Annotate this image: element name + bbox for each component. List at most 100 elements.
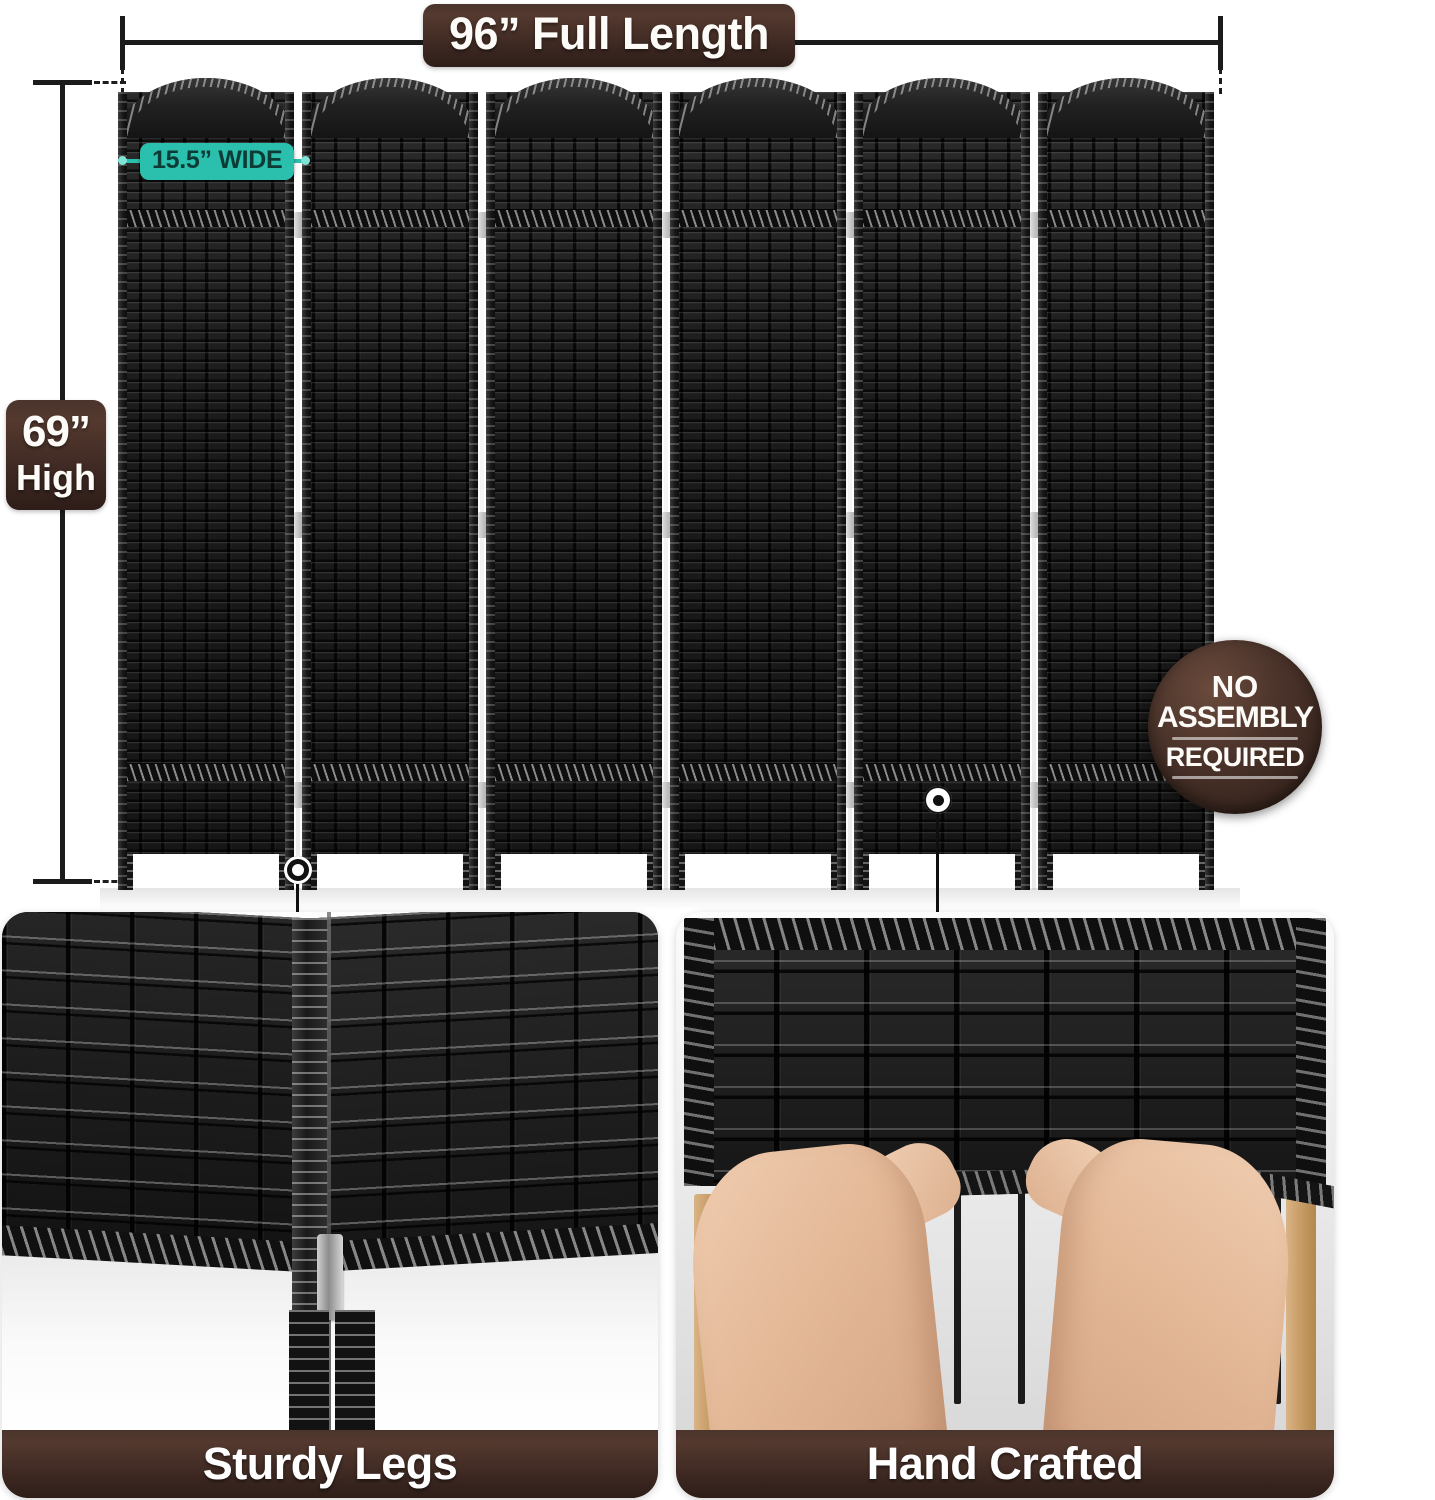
extension-line-left-top xyxy=(94,81,126,84)
panel-width-dot-left xyxy=(118,156,127,165)
divider-panel-2 xyxy=(302,78,478,890)
divider-panel-4 xyxy=(670,78,846,890)
badge-line-3: REQUIRED xyxy=(1165,742,1305,773)
panel-band-top xyxy=(486,210,662,227)
hinge-knuckle-2 xyxy=(294,512,303,538)
woven-panel-side-trim-left xyxy=(684,918,714,1186)
panel-edge-right xyxy=(837,92,846,890)
hand-crafted-photo xyxy=(676,912,1334,1430)
panel-leg-notch xyxy=(1048,854,1204,890)
frame-rod-3 xyxy=(954,1164,961,1404)
panel-band-top xyxy=(1038,210,1214,227)
panel-hinge-1 xyxy=(294,92,303,890)
frame-rod-4 xyxy=(1018,1164,1025,1404)
hinge-knuckle-2 xyxy=(478,512,487,538)
panel-band-top xyxy=(854,210,1030,227)
panel-body xyxy=(486,92,662,890)
panel-hinge-2 xyxy=(478,92,487,890)
panel-body xyxy=(670,92,846,890)
height-label-value: 69” xyxy=(22,407,91,456)
panel-seam xyxy=(327,912,331,1430)
badge-divider-bottom xyxy=(1172,775,1298,779)
room-divider-screen xyxy=(118,78,1224,890)
panel-edge-right xyxy=(653,92,662,890)
panel-leg-notch xyxy=(128,854,284,890)
panel-band-top xyxy=(302,210,478,227)
panel-arch-trim xyxy=(1038,78,1214,138)
panel-width-label: 15.5” WIDE xyxy=(140,143,295,180)
woven-panel-top-trim xyxy=(684,918,1326,950)
hinge-knuckle-3 xyxy=(1030,782,1039,808)
feature-card-hand-crafted: Hand Crafted xyxy=(676,912,1334,1498)
panel-band-bottom xyxy=(118,764,294,781)
panel-edge-right xyxy=(285,92,294,890)
callout-pin-sturdy-legs xyxy=(284,856,312,884)
panel-arch-trim xyxy=(486,78,662,138)
divider-face-left xyxy=(2,912,302,1256)
hinge-knuckle-3 xyxy=(662,782,671,808)
panel-body xyxy=(118,92,294,890)
panel-band-top xyxy=(118,210,294,227)
divider-panel-1 xyxy=(118,78,294,890)
hinge-knuckle-2 xyxy=(662,512,671,538)
divider-panel-3 xyxy=(486,78,662,890)
panel-edge-left xyxy=(302,92,311,890)
hinge-knuckle-1 xyxy=(662,212,671,238)
height-dimension-cap-bottom xyxy=(33,879,92,884)
panel-arch-top xyxy=(486,78,662,138)
panel-arch-top xyxy=(1038,78,1214,138)
badge-line-1: NO xyxy=(1211,669,1259,705)
feature-card-sturdy-legs: Sturdy Legs xyxy=(2,912,658,1498)
panel-arch-top xyxy=(118,78,294,138)
panel-arch-trim xyxy=(670,78,846,138)
height-label-unit: High xyxy=(16,457,96,498)
panel-hinge-4 xyxy=(846,92,855,890)
length-dimension-tick-left xyxy=(120,16,125,70)
woven-panel-side-trim-right xyxy=(1296,918,1326,1186)
hinge-knuckle-3 xyxy=(294,782,303,808)
panel-leg-notch xyxy=(864,854,1020,890)
callout-line-hand-crafted xyxy=(936,806,939,918)
extension-line-top-right xyxy=(1219,68,1222,94)
badge-divider-top xyxy=(1172,737,1298,741)
panel-band-top xyxy=(670,210,846,227)
panel-edge-left xyxy=(670,92,679,890)
hinge-knuckle-1 xyxy=(1030,212,1039,238)
hinge-knuckle-1 xyxy=(478,212,487,238)
sturdy-legs-photo xyxy=(2,912,658,1430)
panel-arch-top xyxy=(854,78,1030,138)
panel-arch-top xyxy=(670,78,846,138)
panel-width-dot-right xyxy=(301,156,310,165)
panel-arch-top xyxy=(302,78,478,138)
hinge-knuckle-2 xyxy=(846,512,855,538)
panel-band-bottom xyxy=(302,764,478,781)
floor-shadow xyxy=(100,888,1240,910)
no-assembly-required-badge: NO ASSEMBLY REQUIRED xyxy=(1148,640,1322,814)
panel-band-bottom xyxy=(486,764,662,781)
panel-edge-left xyxy=(1038,92,1047,890)
divider-panel-5 xyxy=(854,78,1030,890)
hinge-knuckle-3 xyxy=(846,782,855,808)
panel-edge-right xyxy=(469,92,478,890)
panel-width-arm-left xyxy=(122,159,144,163)
metal-hinge xyxy=(317,1234,343,1320)
height-dimension-cap-top xyxy=(33,80,92,85)
callout-line-sturdy-legs xyxy=(296,884,299,918)
divider-leg-right xyxy=(335,1310,375,1430)
full-length-label: 96” Full Length xyxy=(423,4,796,67)
panel-edge-left xyxy=(486,92,495,890)
panel-hinge-5 xyxy=(1030,92,1039,890)
panel-arch-trim xyxy=(118,78,294,138)
wooden-frame-post-right xyxy=(1286,1194,1316,1430)
card-caption-hand-crafted: Hand Crafted xyxy=(676,1430,1334,1498)
panel-band-bottom xyxy=(670,764,846,781)
panel-edge-right xyxy=(1205,92,1214,890)
hinge-knuckle-3 xyxy=(478,782,487,808)
panel-hinge-3 xyxy=(662,92,671,890)
card-caption-sturdy-legs: Sturdy Legs xyxy=(2,1430,658,1498)
product-dimension-diagram: 96” Full Length 69” High 15.5” WIDE NO A… xyxy=(0,0,1435,905)
right-hand xyxy=(1039,1132,1299,1430)
hinge-knuckle-1 xyxy=(846,212,855,238)
hinge-knuckle-2 xyxy=(1030,512,1039,538)
hinge-knuckle-1 xyxy=(294,212,303,238)
